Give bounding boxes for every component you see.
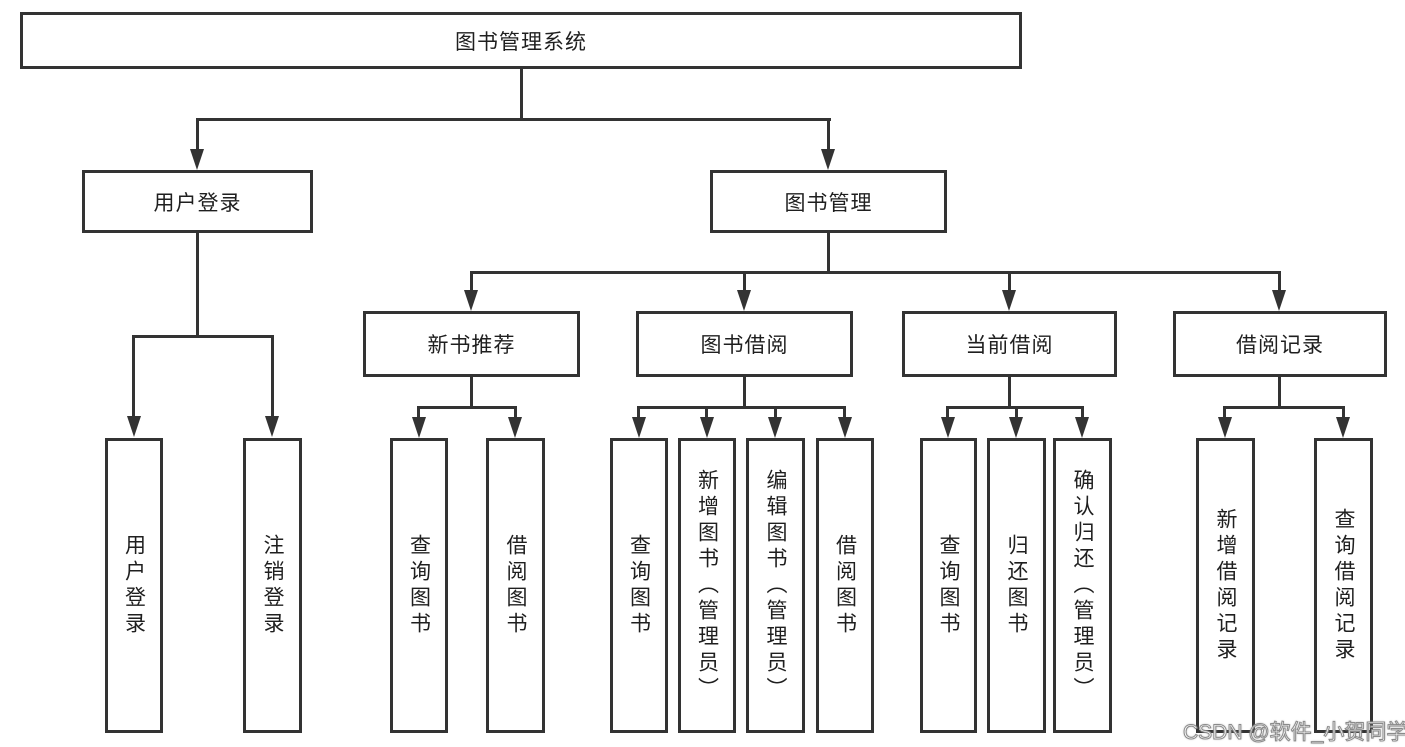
connector-drop-leaf-logout	[271, 335, 274, 416]
arrowhead-g3-borrow	[838, 417, 852, 438]
node-book-borrow-label: 图书借阅	[700, 334, 789, 357]
connector-drop-book-mgmt	[827, 118, 830, 151]
node-current-borrow: 当前借阅	[902, 311, 1117, 377]
leaf-borrow-books-recommend-label: 借阅图书	[504, 533, 527, 638]
connector-bookmgmt-hbar	[470, 271, 1281, 274]
node-borrow-records: 借阅记录	[1173, 311, 1387, 377]
node-root: 图书管理系统	[20, 12, 1022, 69]
connector-drop-g3-edit	[774, 406, 777, 419]
leaf-add-book-admin: 新增图书（管理员）	[678, 438, 736, 733]
leaf-query-books-borrow: 查询图书	[610, 438, 668, 733]
leaf-borrow-books-2-label: 借阅图书	[833, 533, 857, 638]
arrowhead-bookborrow	[737, 290, 751, 311]
arrowhead-book-mgmt	[821, 149, 835, 170]
connector-drop-borrowrecords	[1278, 271, 1281, 291]
leaf-borrow-books-2: 借阅图书	[816, 438, 874, 733]
connector-drop-g5-query	[1342, 406, 1345, 419]
connector-drop-g3-query	[637, 406, 640, 419]
connector-drop-g3-add	[705, 406, 708, 419]
connector-drop-g4-return	[1015, 406, 1018, 419]
connector-borrowrecords-hbar	[1223, 406, 1345, 409]
leaf-return-book: 归还图书	[987, 438, 1046, 733]
connector-drop-g3-borrow	[843, 406, 846, 419]
connector-drop-currentborrow	[1008, 271, 1011, 291]
node-book-management: 图书管理	[710, 170, 947, 233]
arrowhead-g3-add	[700, 417, 714, 438]
arrowhead-g3-query	[632, 417, 646, 438]
connector-userlogin-hbar	[132, 335, 274, 338]
connector-drop-g4-query	[946, 406, 949, 419]
connector-drop-g4-confirm	[1081, 406, 1084, 419]
leaf-confirm-return-admin-label: 确认归还（管理员）	[1071, 468, 1094, 703]
leaf-add-book-admin-label: 新增图书（管理员）	[695, 468, 719, 703]
node-user-login-label: 用户登录	[153, 191, 242, 215]
arrowhead-g3-edit	[768, 417, 782, 438]
node-root-label: 图书管理系统	[455, 30, 587, 54]
arrowhead-g4-return	[1009, 417, 1023, 438]
node-book-borrow: 图书借阅	[636, 311, 853, 377]
connector-borrowrecords-stem	[1278, 377, 1281, 409]
leaf-borrow-books-recommend: 借阅图书	[486, 438, 545, 733]
leaf-query-borrow-record: 查询借阅记录	[1314, 438, 1373, 733]
leaf-query-books-current: 查询图书	[920, 438, 977, 733]
node-new-book-recommend-label: 新书推荐	[427, 334, 516, 357]
leaf-logout: 注销登录	[243, 438, 302, 733]
connector-drop-g2-borrow	[514, 406, 517, 419]
leaf-add-borrow-record-label: 新增借阅记录	[1214, 507, 1237, 664]
connector-newbook-hbar	[417, 406, 517, 409]
node-user-login: 用户登录	[82, 170, 313, 233]
connector-root-stem	[520, 67, 523, 121]
leaf-confirm-return-admin: 确认归还（管理员）	[1053, 438, 1112, 733]
leaf-add-borrow-record: 新增借阅记录	[1196, 438, 1255, 733]
leaf-edit-book-admin: 编辑图书（管理员）	[746, 438, 805, 733]
node-current-borrow-label: 当前借阅	[965, 334, 1054, 357]
leaf-logout-label: 注销登录	[261, 533, 284, 638]
connector-drop-bookborrow	[743, 271, 746, 291]
leaf-query-books-recommend-label: 查询图书	[407, 533, 431, 638]
connector-bookmgmt-stem	[827, 233, 830, 274]
arrowhead-leaf-login	[127, 416, 141, 437]
leaf-return-book-label: 归还图书	[1005, 533, 1028, 638]
arrowhead-newbook	[464, 290, 478, 311]
connector-root-hbar	[196, 118, 831, 121]
connector-bookborrow-hbar	[637, 406, 846, 409]
leaf-query-borrow-record-label: 查询借阅记录	[1332, 507, 1355, 664]
arrowhead-g4-confirm	[1075, 417, 1089, 438]
connector-drop-g2-query	[417, 406, 420, 419]
arrowhead-currentborrow	[1002, 290, 1016, 311]
arrowhead-borrowrecords	[1272, 290, 1286, 311]
leaf-query-books-recommend: 查询图书	[390, 438, 448, 733]
node-new-book-recommend: 新书推荐	[363, 311, 580, 377]
arrowhead-leaf-logout	[265, 416, 279, 437]
arrowhead-g5-add	[1218, 417, 1232, 438]
leaf-query-books-current-label: 查询图书	[937, 533, 960, 638]
arrowhead-g2-query	[412, 417, 426, 438]
connector-newbook-stem	[470, 377, 473, 409]
connector-drop-newbook	[470, 271, 473, 291]
connector-bookborrow-stem	[743, 377, 746, 409]
leaf-user-login-label: 用户登录	[122, 533, 146, 638]
connector-userlogin-stem	[196, 233, 199, 338]
arrowhead-g2-borrow	[508, 417, 522, 438]
node-book-management-label: 图书管理	[784, 191, 873, 215]
node-borrow-records-label: 借阅记录	[1236, 334, 1324, 357]
watermark: CSDN @软件_小贺同学	[1182, 721, 1405, 745]
arrowhead-g5-query	[1336, 417, 1350, 438]
connector-drop-leaf-login	[132, 335, 135, 416]
leaf-user-login: 用户登录	[105, 438, 163, 733]
connector-currentborrow-stem	[1008, 377, 1011, 409]
arrowhead-user-login	[190, 149, 204, 170]
connector-drop-user-login	[196, 118, 199, 151]
leaf-edit-book-admin-label: 编辑图书（管理员）	[764, 468, 787, 703]
connector-drop-g5-add	[1223, 406, 1226, 419]
leaf-query-books-borrow-label: 查询图书	[627, 533, 651, 638]
arrowhead-g4-query	[941, 417, 955, 438]
